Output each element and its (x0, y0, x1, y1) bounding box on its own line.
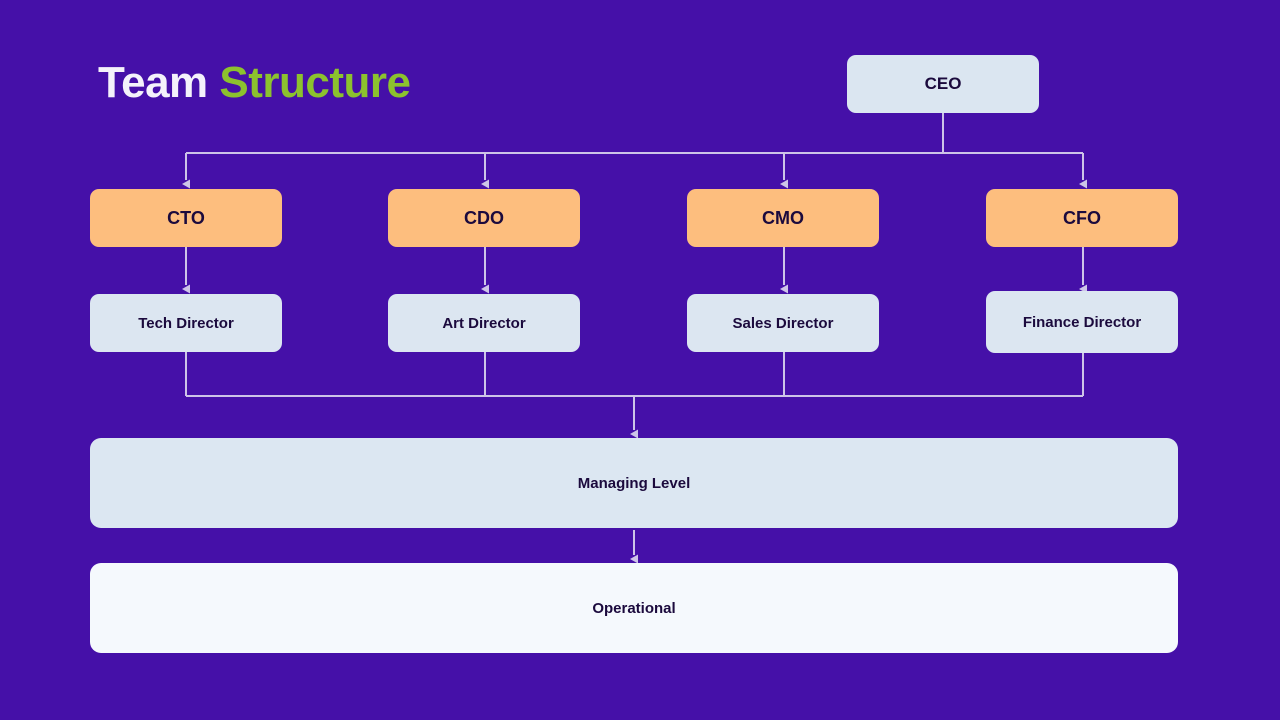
page-title: Team Structure (98, 56, 411, 110)
node-cmo[interactable]: CMO (687, 189, 879, 247)
node-cdo[interactable]: CDO (388, 189, 580, 247)
title-part-team: Team (98, 58, 220, 107)
node-sales-director[interactable]: Sales Director (687, 294, 879, 352)
node-finance-director-label: Finance Director (1022, 313, 1142, 331)
node-cfo-label: CFO (1063, 207, 1101, 228)
node-tech-director[interactable]: Tech Director (90, 294, 282, 352)
title-part-structure: Structure (219, 58, 411, 107)
node-managing-level-label: Managing Level (577, 474, 691, 492)
node-managing-level[interactable]: Managing Level (90, 438, 1178, 528)
node-art-director-label: Art Director (442, 314, 526, 332)
node-cto[interactable]: CTO (90, 189, 282, 247)
node-ceo[interactable]: CEO (847, 55, 1039, 113)
node-tech-director-label: Tech Director (138, 314, 234, 332)
node-operational[interactable]: Operational (90, 563, 1178, 653)
node-cmo-label: CMO (762, 207, 804, 228)
node-finance-director[interactable]: Finance Director (986, 291, 1178, 353)
node-cto-label: CTO (167, 207, 205, 228)
node-sales-director-label: Sales Director (732, 314, 834, 332)
node-ceo-label: CEO (924, 74, 962, 93)
node-cdo-label: CDO (464, 207, 504, 228)
node-art-director[interactable]: Art Director (388, 294, 580, 352)
node-cfo[interactable]: CFO (986, 189, 1178, 247)
node-operational-label: Operational (592, 599, 676, 617)
